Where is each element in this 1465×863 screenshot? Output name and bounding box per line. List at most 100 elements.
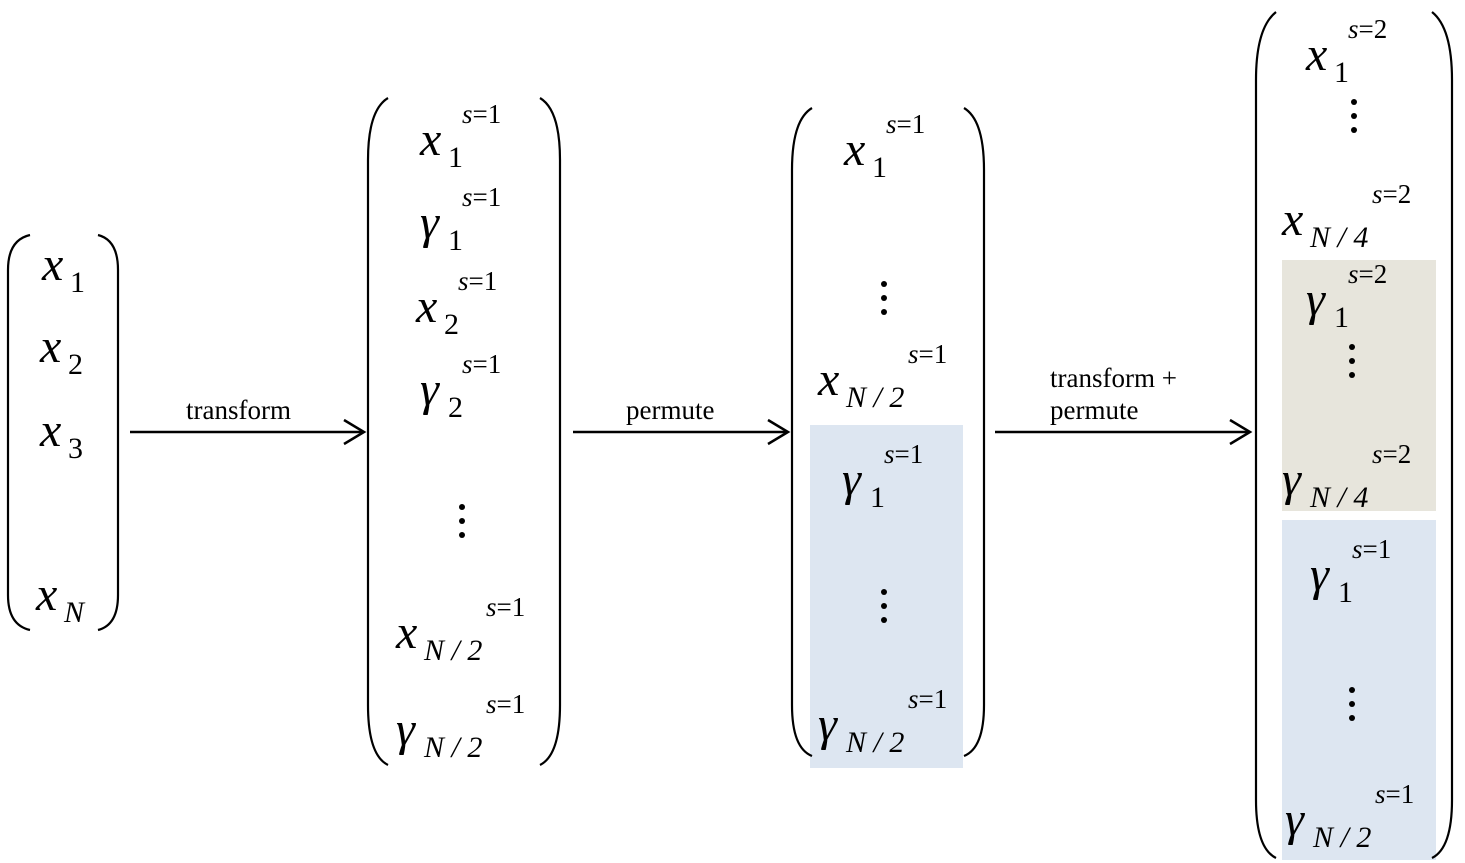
subscript: N (63, 596, 86, 629)
subscript: 2 (448, 391, 463, 424)
subscript: N / 4 (1309, 221, 1368, 254)
subscript: 2 (68, 348, 83, 381)
ellipsis-dot (1349, 358, 1355, 364)
vector-symbol: x (39, 404, 61, 457)
subscript: 3 (68, 432, 83, 465)
transform-label: transform (186, 395, 291, 425)
vector-symbol: x (41, 238, 63, 291)
subscript: 1 (1334, 56, 1349, 89)
ellipsis-dot (881, 603, 887, 609)
ellipsis-dot (1349, 344, 1355, 350)
vector-symbol: γ (842, 453, 862, 506)
subscript: N / 4 (1309, 481, 1368, 514)
superscript: s=1 (908, 339, 947, 369)
permute-label: permute (626, 395, 714, 425)
subscript: N / 2 (845, 726, 904, 759)
vector-symbol: γ (420, 196, 440, 249)
transformed-entry (459, 504, 465, 538)
ellipsis-dot (1351, 99, 1357, 105)
ellipsis-dot (1349, 687, 1355, 693)
stage2-gamma-block (1282, 260, 1436, 511)
transform-permute-label-line2: permute (1050, 395, 1138, 425)
vector-symbol: x (415, 280, 437, 333)
subscript: 1 (1338, 576, 1353, 609)
vector-symbol: γ (1282, 453, 1302, 506)
superscript: s=1 (462, 349, 501, 379)
input-vector-brackets (6, 233, 120, 632)
subscript: 2 (444, 308, 459, 341)
vector-symbol: γ (1285, 793, 1305, 846)
superscript: s=1 (462, 99, 501, 129)
superscript: s=1 (486, 592, 525, 622)
transformed-vector-brackets (366, 97, 562, 766)
vector-symbol: x (419, 113, 441, 166)
ellipsis-dot (459, 518, 465, 524)
superscript: s=1 (1375, 779, 1414, 809)
stage2-carried-gamma-block (1282, 520, 1436, 860)
ellipsis-dot (881, 309, 887, 315)
vector-symbol: x (39, 320, 61, 373)
superscript: s=1 (458, 266, 497, 296)
permuted-vector-brackets (790, 107, 986, 758)
vector-symbol: γ (1310, 548, 1330, 601)
ellipsis-dot (881, 589, 887, 595)
vector-symbol: γ (420, 363, 440, 416)
second_stage-entry (1351, 99, 1357, 133)
transform-permute-label-line1: transform + (1050, 363, 1177, 393)
subscript: 1 (870, 481, 885, 514)
subscript: 1 (448, 224, 463, 257)
vector-symbol: γ (818, 698, 838, 751)
transform-arrow (130, 418, 367, 446)
superscript: s=1 (908, 684, 947, 714)
superscript: s=2 (1372, 179, 1411, 209)
subscript: 1 (1334, 301, 1349, 334)
vector-symbol: γ (1306, 273, 1326, 326)
vector-symbol: x (817, 353, 839, 406)
subscript: N / 2 (1312, 821, 1371, 854)
vector-symbol: x (35, 568, 57, 621)
permuted-gamma-block (810, 425, 963, 768)
superscript: s=1 (462, 182, 501, 212)
ellipsis-dot (881, 617, 887, 623)
stage2-vector-brackets (1254, 11, 1454, 859)
superscript: s=1 (1352, 534, 1391, 564)
subscript: 1 (872, 151, 887, 184)
subscript: 1 (70, 266, 85, 299)
second_stage-entry (1349, 687, 1355, 721)
vector-symbol: x (395, 606, 417, 659)
vector-symbol: x (1281, 193, 1303, 246)
superscript: s=1 (884, 439, 923, 469)
subscript: N / 2 (423, 731, 482, 764)
ellipsis-dot (1349, 715, 1355, 721)
ellipsis-dot (1351, 113, 1357, 119)
subscript: N / 2 (423, 634, 482, 667)
permuted-entry (881, 589, 887, 623)
ellipsis-dot (459, 504, 465, 510)
ellipsis-dot (1349, 701, 1355, 707)
superscript: s=2 (1348, 259, 1387, 289)
superscript: s=1 (886, 109, 925, 139)
ellipsis-dot (881, 281, 887, 287)
vector-symbol: x (843, 123, 865, 176)
